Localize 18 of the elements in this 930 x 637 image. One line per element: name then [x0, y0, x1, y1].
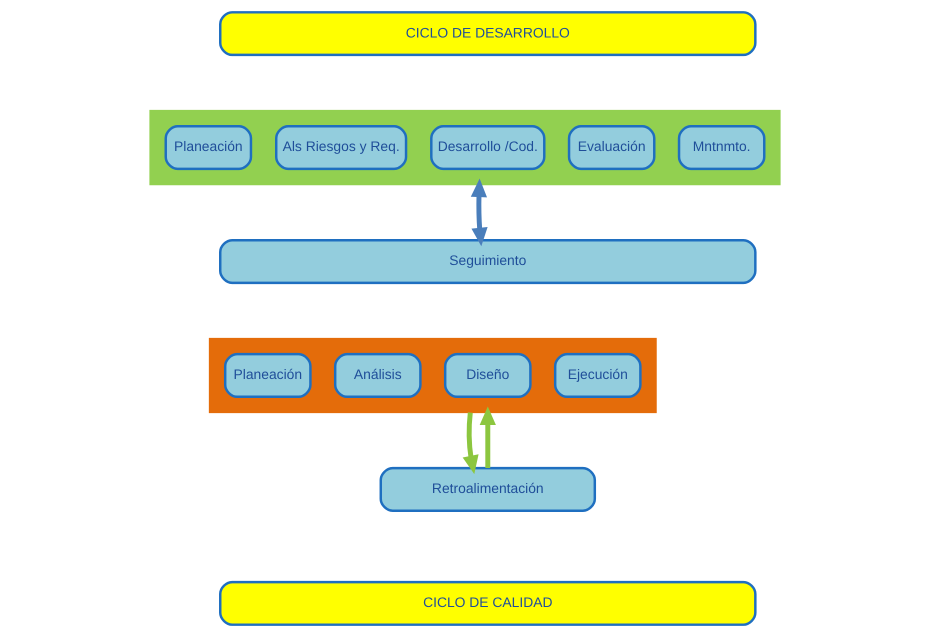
node-box: Mntnmto. — [678, 125, 766, 170]
arrow — [480, 406, 496, 468]
node-box: Desarrollo /Cod. — [430, 125, 546, 170]
node-box: Retroalimentación — [380, 466, 596, 512]
node-box: CICLO DE DESARROLLO — [219, 11, 757, 56]
cluster — [149, 110, 781, 186]
node-box: Als Riesgos y Req. — [275, 125, 408, 170]
node-box: Seguimiento — [219, 238, 757, 284]
node-box: Análisis — [334, 352, 422, 398]
arrow — [470, 178, 488, 246]
node-box: Ejecución — [554, 352, 642, 398]
node-box: Planeación — [164, 125, 252, 170]
node-box: Planeación — [224, 352, 312, 398]
node-box: Evaluación — [568, 125, 656, 170]
node-box: CICLO DE CALIDAD — [219, 580, 757, 626]
cluster — [208, 338, 657, 414]
node-box: Diseño — [444, 352, 532, 398]
arrow — [462, 412, 479, 474]
